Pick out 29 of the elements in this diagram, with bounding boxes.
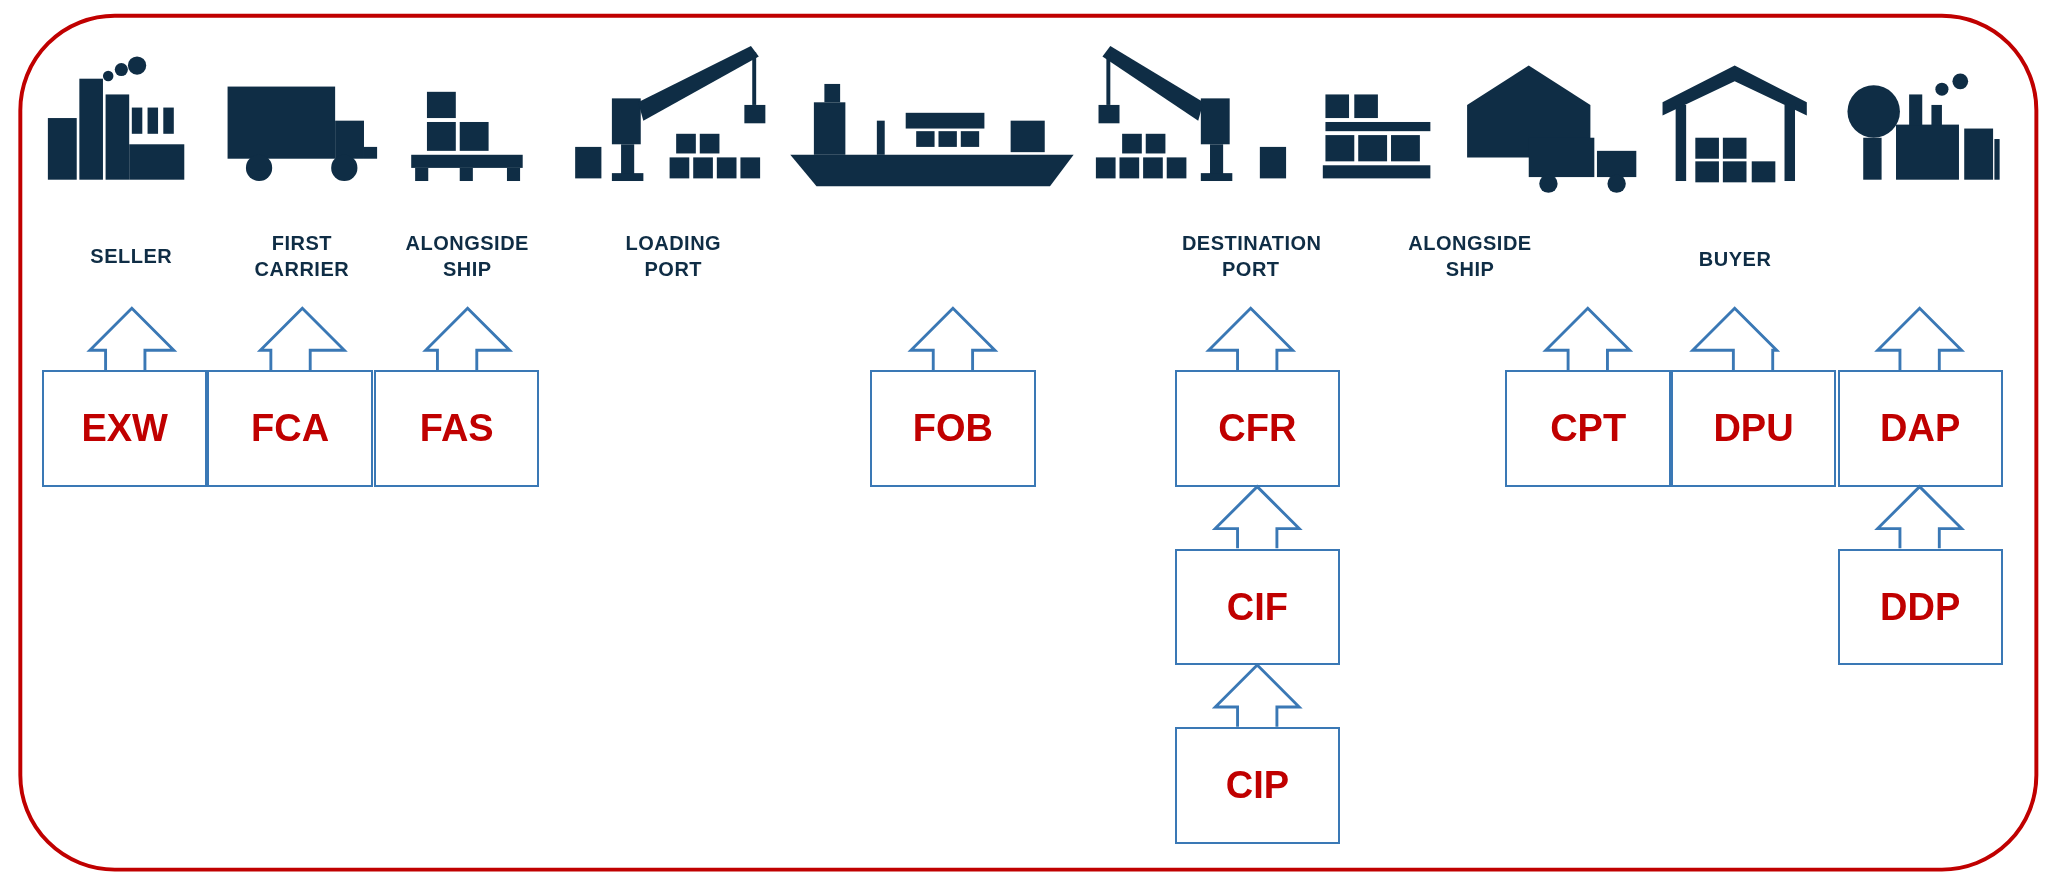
location-label: ALONGSIDE SHIP [398, 229, 537, 282]
block-arrow [907, 306, 999, 372]
location-label: BUYER [1636, 245, 1834, 272]
incoterm-box: DPU [1670, 370, 1837, 487]
incoterm-box: FOB [870, 370, 1036, 487]
block-arrow [1211, 662, 1303, 729]
block-arrow [1689, 306, 1781, 372]
location-label: FIRST CARRIER [232, 229, 371, 282]
block-arrow [422, 306, 514, 372]
location-label: SELLER [32, 242, 230, 269]
incoterm-box: FCA [207, 370, 373, 487]
block-arrow [1874, 484, 1966, 550]
block-arrow [256, 306, 348, 372]
block-arrow [1542, 306, 1634, 372]
incoterm-box: DDP [1837, 548, 2003, 666]
incoterm-box: CIF [1174, 548, 1341, 666]
block-arrow [86, 306, 178, 372]
location-label: ALONGSIDE SHIP [1401, 229, 1539, 282]
incoterm-box: CPT [1505, 370, 1671, 487]
incoterm-box: EXW [42, 370, 208, 487]
block-arrow [1874, 306, 1966, 372]
block-arrow [1205, 306, 1297, 372]
incoterm-box: CIP [1174, 727, 1341, 844]
location-label: LOADING PORT [604, 229, 743, 282]
block-arrow [1211, 484, 1303, 550]
incoterm-box: FAS [374, 370, 540, 487]
incoterm-box: DAP [1837, 370, 2003, 487]
location-label: DESTINATION PORT [1181, 229, 1320, 282]
incoterm-box: CFR [1174, 370, 1341, 487]
